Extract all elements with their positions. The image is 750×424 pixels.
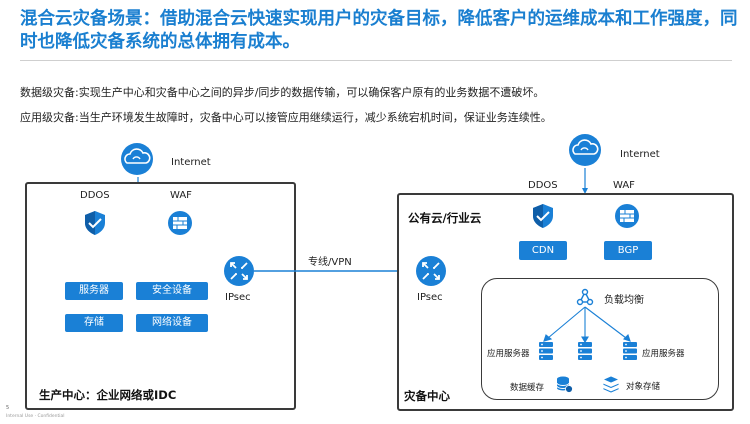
waf-label-right: WAF: [613, 180, 635, 191]
confidential-note: Internal Use · Confidential: [6, 414, 65, 419]
ipsec-label-right: IPsec: [417, 292, 443, 303]
firewall-icon: [168, 211, 192, 235]
ipsec-router-icon: [415, 255, 447, 287]
cloud-icon: [114, 141, 160, 177]
network-device-tag: 网络设备: [136, 314, 208, 332]
description-data-level: 数据级灾备:实现生产中心和灾备中心之间的异步/同步的数据传输，可以确保客户原有的…: [20, 86, 545, 99]
bgp-tag: BGP: [604, 241, 652, 260]
security-device-tag: 安全设备: [136, 282, 208, 300]
shield-icon: [84, 210, 106, 236]
cdn-tag: CDN: [519, 241, 567, 260]
waf-label-left: WAF: [170, 190, 192, 201]
object-storage-label: 对象存储: [626, 382, 661, 392]
storage-tag: 存储: [65, 314, 123, 332]
server-stack-icon: [575, 341, 595, 361]
production-center-label: 生产中心：企业网络或IDC: [39, 388, 177, 402]
server-stack-icon: [620, 341, 640, 361]
firewall-icon: [615, 204, 639, 228]
cloud-services-box: [481, 278, 719, 400]
ipsec-router-icon: [223, 255, 255, 287]
title-divider: [20, 60, 732, 61]
description-app-level: 应用级灾备:当生产环境发生故障时，灾备中心可以接管应用继续运行，减少系统宕机时间…: [20, 111, 552, 124]
arrow-down-icon: [582, 168, 588, 194]
page-number: 5: [6, 405, 10, 411]
data-cache-label: 数据缓存: [510, 383, 545, 393]
app-server-label-right: 应用服务器: [642, 349, 685, 359]
ddos-label-left: DDOS: [80, 190, 110, 201]
app-server-label-left: 应用服务器: [487, 349, 530, 359]
lb-connections: [530, 305, 670, 345]
shield-icon: [532, 203, 554, 229]
internet-label-left: Internet: [171, 157, 211, 168]
load-balancer-icon: [576, 288, 594, 306]
database-icon: [555, 375, 573, 393]
vpn-link-line: [254, 269, 424, 273]
vpn-link-label: 专线/VPN: [308, 257, 352, 268]
dr-center-label: 灾备中心: [404, 389, 450, 403]
object-storage-icon: [601, 374, 621, 394]
server-stack-icon: [536, 341, 556, 361]
cloud-icon: [562, 132, 608, 168]
slide-title: 混合云灾备场景：借助混合云快速实现用户的灾备目标，降低客户的运维成本和工作强度，…: [20, 9, 738, 52]
ipsec-label-left: IPsec: [225, 292, 251, 303]
internet-label-right: Internet: [620, 149, 660, 160]
public-cloud-label: 公有云/行业云: [408, 211, 482, 225]
ddos-label-right: DDOS: [528, 180, 558, 191]
server-tag: 服务器: [65, 282, 123, 300]
load-balancer-label: 负载均衡: [604, 295, 644, 306]
